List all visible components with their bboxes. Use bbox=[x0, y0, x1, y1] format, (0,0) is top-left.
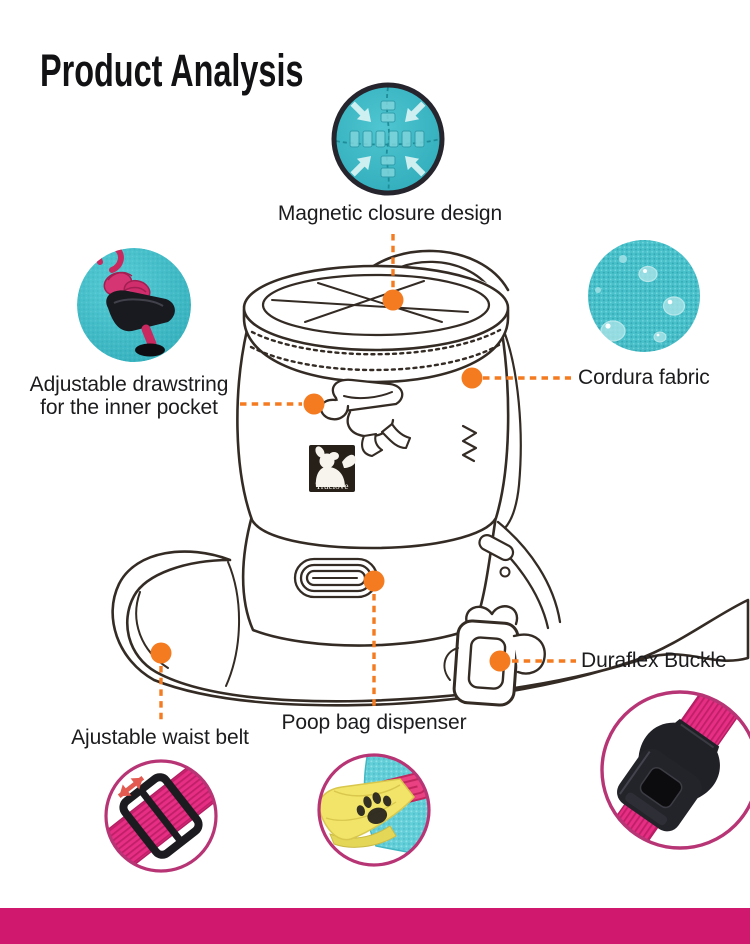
dot-waist-belt bbox=[150, 642, 172, 664]
paw-print-icon bbox=[356, 792, 392, 825]
water-droplets bbox=[595, 255, 686, 343]
duraflex-buckle-photo bbox=[600, 690, 750, 850]
drawstring-label: Adjustable drawstring for the inner pock… bbox=[30, 373, 229, 419]
poop-bag-label: Poop bag dispenser bbox=[281, 711, 467, 734]
cordura-fabric-photo bbox=[588, 240, 700, 352]
waist-belt-drawing bbox=[111, 550, 750, 707]
magnetic-closure-photo bbox=[331, 82, 445, 196]
zipper-zigzag bbox=[461, 424, 478, 463]
brand-logo-text: Truelove bbox=[316, 481, 349, 491]
footer-bar bbox=[0, 908, 750, 944]
poop-bag-photo bbox=[317, 753, 431, 867]
callout-connectors bbox=[159, 234, 576, 723]
cordura-label: Cordura fabric bbox=[578, 366, 710, 389]
dog-icon bbox=[315, 446, 357, 487]
waist-belt-label: Ajustable waist belt bbox=[71, 726, 249, 749]
dot-drawstring bbox=[303, 393, 325, 415]
drawstring-photo bbox=[77, 248, 191, 362]
magnetic-closure-label: Magnetic closure design bbox=[277, 202, 503, 225]
drawstring-label-line2: for the inner pocket bbox=[40, 396, 218, 419]
page-title: Product Analysis bbox=[40, 45, 304, 96]
drawstring-label-line1: Adjustable drawstring bbox=[29, 373, 229, 396]
truelove-logo: Truelove bbox=[309, 445, 357, 492]
duraflex-label: Duraflex Buckle bbox=[581, 649, 727, 672]
dot-poop-bag bbox=[363, 570, 385, 592]
dot-magnetic bbox=[382, 289, 404, 311]
callout-dots bbox=[150, 289, 511, 672]
adjust-arrow-icon bbox=[117, 775, 145, 799]
buckle-drawing bbox=[443, 605, 546, 707]
inner-drawstring-drawing bbox=[319, 378, 412, 458]
dot-duraflex bbox=[489, 650, 511, 672]
dot-cordura bbox=[461, 367, 483, 389]
